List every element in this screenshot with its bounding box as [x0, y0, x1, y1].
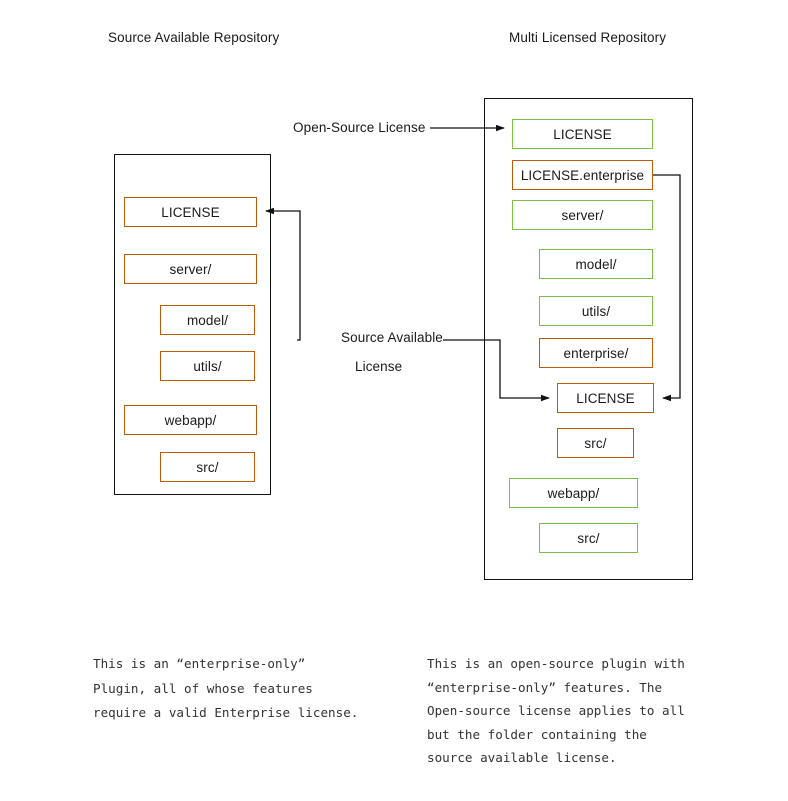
- connector-label-source-available-line1: Source Available: [341, 330, 443, 345]
- wire-source-available-to-left-license: [265, 207, 301, 341]
- left-node-webapp[interactable]: webapp/: [124, 405, 257, 435]
- left-node-server[interactable]: server/: [124, 254, 257, 284]
- right-node-webapp[interactable]: webapp/: [509, 478, 638, 508]
- node-label: enterprise/: [563, 345, 629, 361]
- left-node-model[interactable]: model/: [160, 305, 255, 335]
- node-label: utils/: [193, 358, 222, 374]
- node-label: LICENSE: [553, 126, 612, 142]
- right-repo-title: Multi Licensed Repository: [509, 30, 667, 45]
- node-label: utils/: [581, 303, 611, 319]
- node-label: src/: [584, 435, 607, 451]
- left-repo-title: Source Available Repository: [108, 30, 280, 45]
- right-node-enterprise[interactable]: enterprise/: [539, 338, 653, 368]
- node-label: LICENSE: [576, 390, 635, 406]
- node-label: webapp/: [547, 485, 600, 501]
- left-node-license[interactable]: LICENSE: [124, 197, 257, 227]
- node-label: src/: [196, 459, 219, 475]
- node-label: webapp/: [164, 412, 217, 428]
- node-label: model/: [186, 312, 229, 328]
- right-node-license-enterprise[interactable]: LICENSE.enterprise: [512, 160, 653, 190]
- connector-label-source-available-line2: License: [355, 359, 403, 374]
- right-node-license-sa[interactable]: LICENSE: [557, 383, 654, 413]
- node-label: LICENSE.enterprise: [520, 167, 645, 183]
- left-node-src[interactable]: src/: [160, 452, 255, 482]
- node-label: server/: [561, 207, 604, 223]
- node-label: model/: [575, 256, 617, 272]
- right-repo-frame: [484, 98, 693, 580]
- right-node-server[interactable]: server/: [512, 200, 653, 230]
- left-caption: This is an “enterprise-only” Plugin, all…: [93, 656, 359, 720]
- left-node-utils[interactable]: utils/: [160, 351, 255, 381]
- right-node-model[interactable]: model/: [539, 249, 653, 279]
- connector-label-open-source: Open-Source License: [293, 120, 426, 135]
- node-label: server/: [169, 261, 212, 277]
- right-node-license-oss[interactable]: LICENSE: [512, 119, 653, 149]
- node-label: LICENSE: [161, 204, 220, 220]
- right-node-webapp-src[interactable]: src/: [539, 523, 638, 553]
- node-label: src/: [577, 530, 600, 546]
- right-node-enterprise-src[interactable]: src/: [557, 428, 634, 458]
- right-node-utils[interactable]: utils/: [539, 296, 653, 326]
- right-caption: This is an open-source plugin with “ente…: [427, 656, 685, 765]
